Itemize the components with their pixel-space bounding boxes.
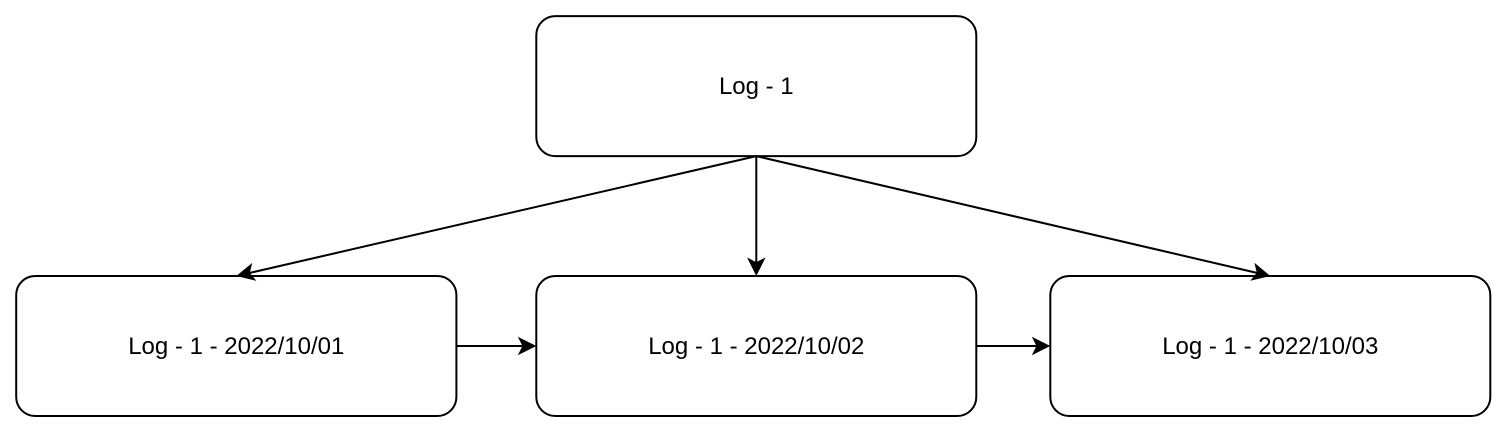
- svg-text:Log - 1: Log - 1: [719, 73, 794, 100]
- svg-text:Log - 1 - 2022/10/02: Log - 1 - 2022/10/02: [648, 333, 864, 360]
- svg-text:Log - 1 - 2022/10/03: Log - 1 - 2022/10/03: [1162, 333, 1378, 360]
- svg-text:Log - 1 - 2022/10/01: Log - 1 - 2022/10/01: [128, 333, 344, 360]
